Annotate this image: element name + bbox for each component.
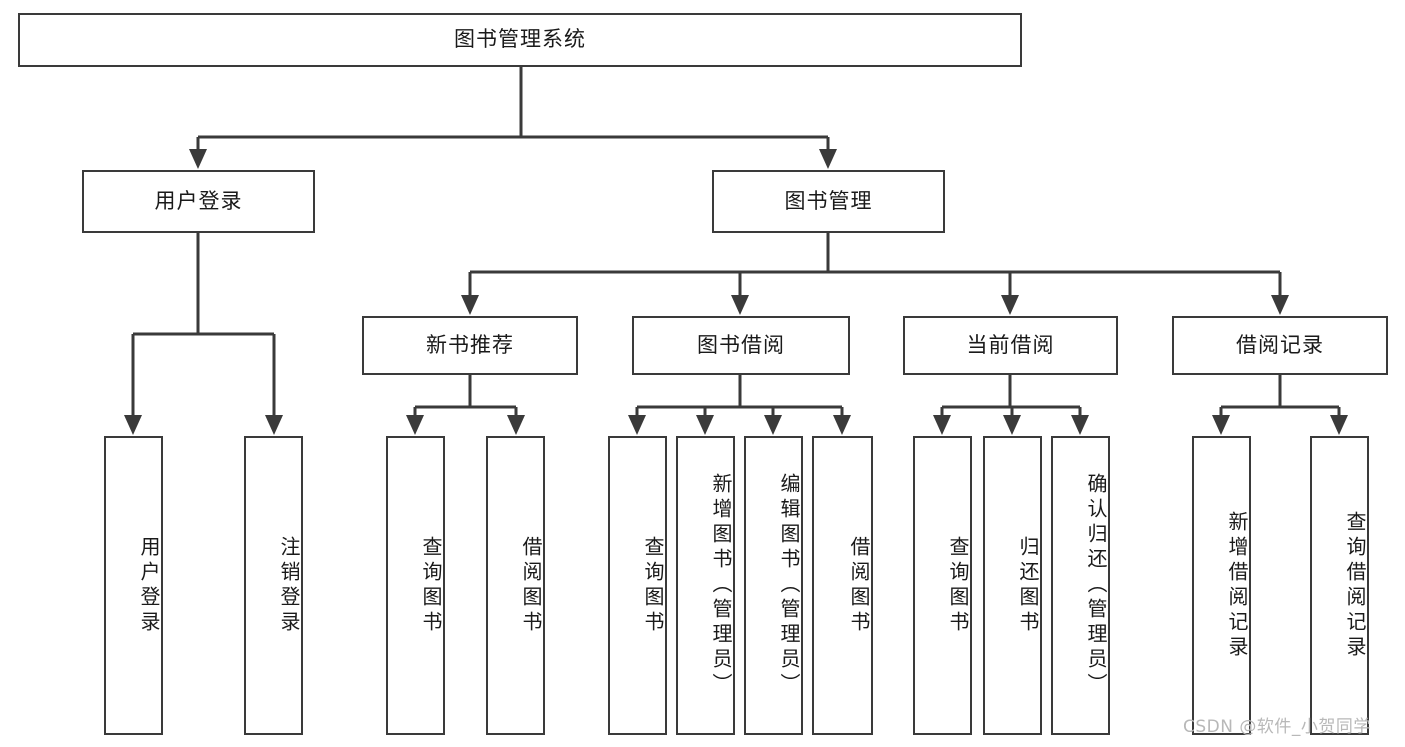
node-label: 查询图书 bbox=[419, 535, 443, 636]
node-label: 新增图书（管理员） bbox=[709, 473, 733, 698]
node-bor-2: 新增图书（管理员） bbox=[676, 436, 735, 735]
node-borrowbook: 图书借阅 bbox=[632, 316, 850, 375]
arrow-head-records-to-leaves-1 bbox=[1330, 415, 1348, 435]
arrow-head-bookmgmt-to-level2-1 bbox=[731, 295, 749, 315]
node-label: 归还图书 bbox=[1016, 535, 1040, 636]
node-rec-2: 查询借阅记录 bbox=[1310, 436, 1369, 735]
arrow-head-borrow-to-leaves-2 bbox=[764, 415, 782, 435]
arrow-head-current-to-leaves-2 bbox=[1071, 415, 1089, 435]
node-cur-3: 确认归还（管理员） bbox=[1051, 436, 1110, 735]
arrow-head-root-to-level1-1 bbox=[819, 149, 837, 169]
arrow-head-borrow-to-leaves-3 bbox=[833, 415, 851, 435]
arrow-head-bookmgmt-to-level2-0 bbox=[461, 295, 479, 315]
node-label: 用户登录 bbox=[137, 535, 161, 636]
node-bookmgmt: 图书管理 bbox=[712, 170, 945, 233]
node-login-2: 注销登录 bbox=[244, 436, 303, 735]
node-label: 用户登录 bbox=[154, 188, 243, 213]
arrow-head-bookmgmt-to-level2-2 bbox=[1001, 295, 1019, 315]
arrow-head-login-to-leaves-1 bbox=[265, 415, 283, 435]
node-bor-1: 查询图书 bbox=[608, 436, 667, 735]
arrow-head-current-to-leaves-1 bbox=[1003, 415, 1021, 435]
node-new-1: 查询图书 bbox=[386, 436, 445, 735]
node-label: 借阅记录 bbox=[1236, 332, 1324, 357]
node-login: 用户登录 bbox=[82, 170, 315, 233]
arrow-head-current-to-leaves-0 bbox=[933, 415, 951, 435]
arrow-head-borrow-to-leaves-1 bbox=[696, 415, 714, 435]
node-label: 确认归还（管理员） bbox=[1084, 473, 1108, 698]
arrow-head-borrow-to-leaves-0 bbox=[628, 415, 646, 435]
node-label: 图书管理系统 bbox=[454, 27, 586, 52]
node-bor-4: 借阅图书 bbox=[812, 436, 873, 735]
arrow-head-bookmgmt-to-level2-3 bbox=[1271, 295, 1289, 315]
arrow-head-root-to-level1-0 bbox=[189, 149, 207, 169]
node-label: 查询图书 bbox=[946, 535, 970, 636]
arrow-head-newbooks-to-leaves-0 bbox=[406, 415, 424, 435]
node-label: 图书管理 bbox=[784, 188, 873, 213]
node-label: 图书借阅 bbox=[697, 332, 785, 357]
node-newbooks: 新书推荐 bbox=[362, 316, 578, 375]
node-rec-1: 新增借阅记录 bbox=[1192, 436, 1251, 735]
node-current: 当前借阅 bbox=[903, 316, 1118, 375]
arrow-head-newbooks-to-leaves-1 bbox=[507, 415, 525, 435]
node-label: 新增借阅记录 bbox=[1225, 510, 1249, 661]
node-root: 图书管理系统 bbox=[18, 13, 1022, 67]
node-label: 借阅图书 bbox=[519, 535, 543, 636]
node-label: 借阅图书 bbox=[847, 535, 871, 636]
node-bor-3: 编辑图书（管理员） bbox=[744, 436, 803, 735]
node-label: 编辑图书（管理员） bbox=[777, 473, 801, 698]
node-label: 查询图书 bbox=[641, 535, 665, 636]
node-new-2: 借阅图书 bbox=[486, 436, 545, 735]
node-label: 新书推荐 bbox=[426, 332, 514, 357]
node-label: 当前借阅 bbox=[966, 332, 1055, 357]
node-label: 查询借阅记录 bbox=[1343, 510, 1367, 661]
node-login-1: 用户登录 bbox=[104, 436, 163, 735]
arrow-head-login-to-leaves-0 bbox=[124, 415, 142, 435]
node-records: 借阅记录 bbox=[1172, 316, 1388, 375]
node-cur-1: 查询图书 bbox=[913, 436, 972, 735]
node-label: 注销登录 bbox=[277, 535, 301, 636]
arrow-head-records-to-leaves-0 bbox=[1212, 415, 1230, 435]
node-cur-2: 归还图书 bbox=[983, 436, 1042, 735]
